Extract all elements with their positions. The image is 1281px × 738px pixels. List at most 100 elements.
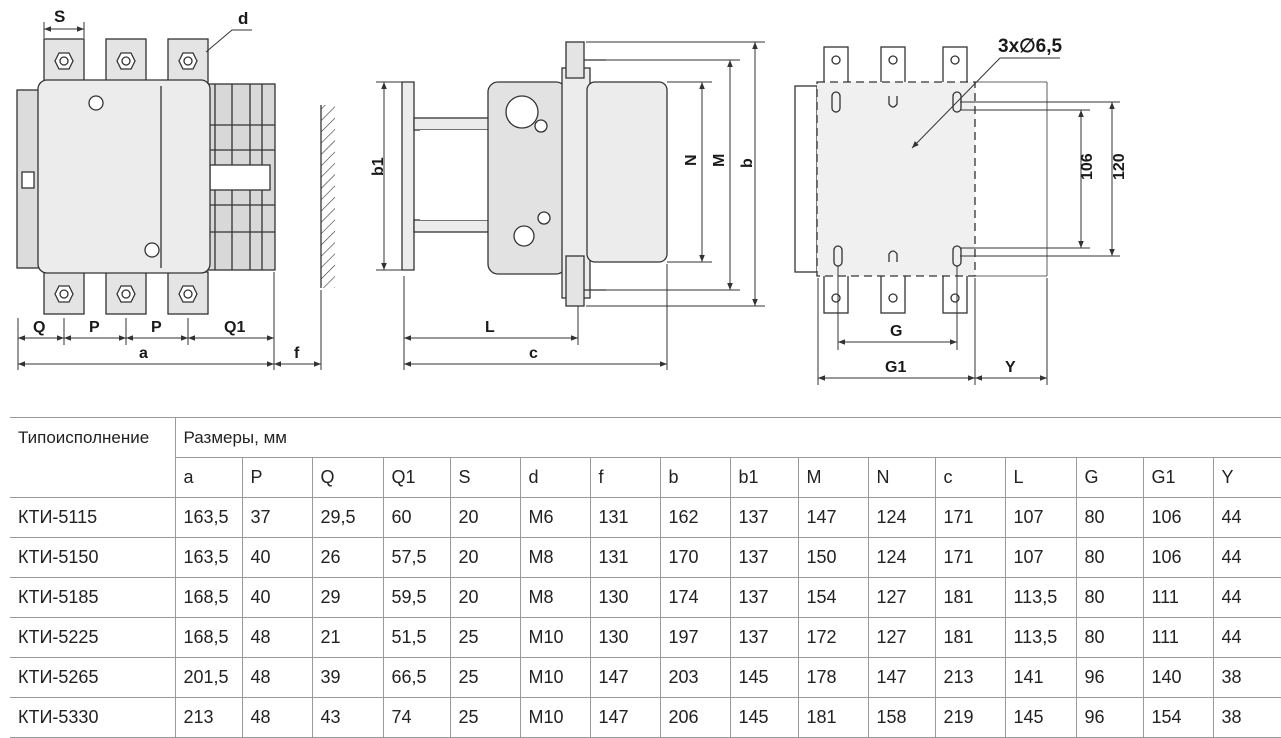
label-G: G — [890, 323, 902, 340]
table-cell: 147 — [867, 657, 935, 698]
table-cell: 203 — [659, 657, 730, 698]
table-cell: 74 — [382, 697, 450, 738]
table-cell: 154 — [797, 577, 868, 618]
table-cell: 131 — [589, 497, 660, 538]
table-cell: 25 — [449, 657, 520, 698]
table-cell: 137 — [729, 577, 798, 618]
table-cell: 40 — [241, 537, 312, 578]
table-cell: 111 — [1142, 617, 1213, 658]
table-cell: 20 — [449, 537, 520, 578]
column-header-a: a — [174, 457, 242, 498]
table-cell: 29,5 — [311, 497, 383, 538]
label-b1: b1 — [370, 157, 387, 176]
table-cell: 106 — [1142, 537, 1213, 578]
label-Q: Q — [33, 319, 45, 336]
table-cell: 80 — [1075, 617, 1143, 658]
table-cell: 170 — [659, 537, 730, 578]
table-cell: 181 — [934, 577, 1005, 618]
table-cell: 154 — [1142, 697, 1213, 738]
table-cell: 107 — [1004, 537, 1076, 578]
table-cell: 150 — [797, 537, 868, 578]
column-header-p: P — [241, 457, 312, 498]
size-header: Размеры, мм — [174, 417, 1281, 458]
table-cell: 137 — [729, 617, 798, 658]
table-cell: 147 — [797, 497, 868, 538]
table-cell: 197 — [659, 617, 730, 658]
column-header-f: f — [589, 457, 660, 498]
label-c: c — [529, 345, 538, 362]
table-cell: M6 — [519, 497, 590, 538]
label-P1: P — [89, 319, 100, 336]
table-cell: 96 — [1075, 697, 1143, 738]
dimension-drawing: S d Q P P Q1 a f b1 L c N M b — [16, 7, 1128, 385]
table-cell: 163,5 — [174, 537, 242, 578]
table-cell: 25 — [449, 697, 520, 738]
table-cell: 213 — [174, 697, 242, 738]
table-cell: 147 — [589, 657, 660, 698]
table-cell: 130 — [589, 617, 660, 658]
label-Y: Y — [1005, 359, 1016, 376]
table-cell: 127 — [867, 577, 935, 618]
table-cell: 168,5 — [174, 617, 242, 658]
table-cell: 80 — [1075, 577, 1143, 618]
type-cell: КТИ-5185 — [10, 577, 175, 618]
table-cell: 59,5 — [382, 577, 450, 618]
table-cell: 44 — [1212, 497, 1281, 538]
table-header-row: Типоисполнение Размеры, мм — [10, 417, 1281, 498]
label-b: b — [739, 158, 756, 168]
type-header: Типоисполнение — [10, 417, 175, 498]
column-header-l: L — [1004, 457, 1076, 498]
side-dimensions — [376, 41, 765, 370]
table-cell: 171 — [934, 537, 1005, 578]
table-cell: 48 — [241, 657, 312, 698]
table-cell: 38 — [1212, 657, 1281, 698]
table-cell: 140 — [1142, 657, 1213, 698]
table-cell: 174 — [659, 577, 730, 618]
table-cell: 181 — [797, 697, 868, 738]
table-cell: 29 — [311, 577, 383, 618]
label-120: 120 — [1111, 153, 1128, 180]
table-cell: M8 — [519, 537, 590, 578]
type-cell: КТИ-5225 — [10, 617, 175, 658]
table-cell: 131 — [589, 537, 660, 578]
table-cell: 124 — [867, 537, 935, 578]
table-cell: 44 — [1212, 617, 1281, 658]
table-cell: 96 — [1075, 657, 1143, 698]
table-cell: 80 — [1075, 537, 1143, 578]
table-cell: 44 — [1212, 577, 1281, 618]
label-a: a — [139, 345, 148, 362]
table-cell: 37 — [241, 497, 312, 538]
mounting-view — [794, 46, 1048, 314]
table-cell: 145 — [1004, 697, 1076, 738]
mounting-dimensions — [817, 57, 1120, 385]
table-cell: 201,5 — [174, 657, 242, 698]
table-cell: 20 — [449, 497, 520, 538]
column-header-b1: b1 — [729, 457, 798, 498]
table-cell: 26 — [311, 537, 383, 578]
front-view — [16, 38, 335, 315]
table-cell: 39 — [311, 657, 383, 698]
table-cell: 48 — [241, 617, 312, 658]
type-cell: КТИ-5115 — [10, 497, 175, 538]
table-cell: 178 — [797, 657, 868, 698]
table-cell: 60 — [382, 497, 450, 538]
column-header-c: c — [934, 457, 1005, 498]
label-holes: 3x∅6,5 — [998, 36, 1063, 57]
label-M: M — [711, 154, 728, 167]
table-cell: 44 — [1212, 537, 1281, 578]
table-cell: 137 — [729, 537, 798, 578]
type-cell: КТИ-5265 — [10, 657, 175, 698]
table-cell: 181 — [934, 617, 1005, 658]
table-cell: 141 — [1004, 657, 1076, 698]
table-cell: 113,5 — [1004, 577, 1076, 618]
table-cell: 43 — [311, 697, 383, 738]
table-cell: 206 — [659, 697, 730, 738]
table-cell: 25 — [449, 617, 520, 658]
column-header-g1: G1 — [1142, 457, 1213, 498]
table-cell: 127 — [867, 617, 935, 658]
side-view — [401, 41, 668, 307]
label-Q1: Q1 — [224, 319, 245, 336]
